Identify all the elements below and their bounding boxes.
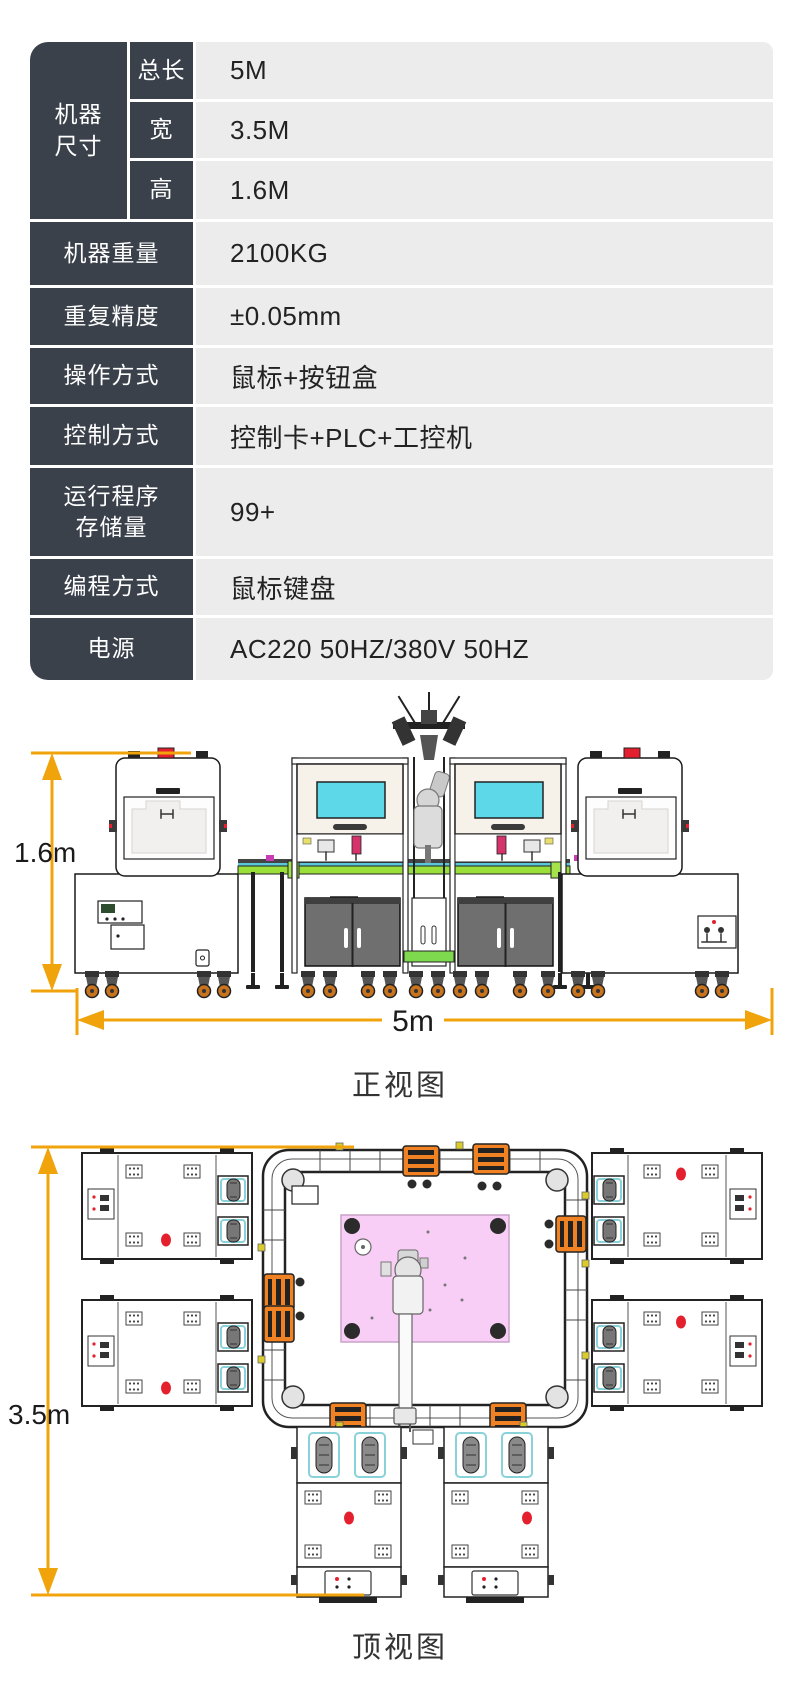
spec-value-control: 控制卡+PLC+工控机 (196, 407, 773, 465)
red-marker (676, 1167, 686, 1181)
spec-value-power: AC220 50HZ/380V 50HZ (196, 618, 773, 680)
cabinet-bottom-right (592, 1295, 762, 1411)
robot-arm-top (380, 1249, 429, 1432)
left-cabinet-front (74, 747, 239, 974)
spec-value-programming: 鼠标键盘 (196, 559, 773, 615)
spec-value-height: 1.6M (196, 161, 773, 219)
alarm-lamp-icon (623, 747, 641, 759)
front-view-drawing: 1.6m 5m (14, 692, 774, 1035)
spec-label-programming: 编程方式 (30, 559, 193, 615)
casters (84, 970, 730, 999)
cabinet-top-left (82, 1148, 252, 1264)
machine-front (74, 692, 739, 999)
bottom-machine-right (438, 1427, 554, 1603)
control-panel (97, 900, 145, 950)
spec-value-precision: ±0.05mm (196, 288, 773, 345)
spec-label-operation: 操作方式 (30, 348, 193, 404)
machine-top (82, 1141, 762, 1603)
station-b-front (449, 757, 567, 974)
red-marker (344, 1511, 354, 1525)
brand-logo-mark (618, 788, 642, 794)
robot-arm-front (403, 757, 455, 967)
spec-value-weight: 2100KG (196, 222, 773, 285)
spec-label-power: 电源 (30, 618, 193, 680)
screen (316, 781, 386, 819)
width-dimension-label: 5m (392, 1005, 434, 1035)
brand-logo-mark (156, 788, 180, 794)
red-marker (676, 1315, 686, 1329)
spec-label-precision: 重复精度 (30, 288, 193, 345)
top-depth-dimension: 3.5m (8, 1145, 364, 1597)
pneumatic-unit (697, 915, 737, 949)
spec-label-machine-size: 机器尺寸 (30, 42, 127, 219)
depth-dimension-label: 3.5m (8, 1399, 70, 1430)
top-view-caption: 顶视图 (351, 1632, 448, 1664)
spec-label-weight: 机器重量 (30, 222, 193, 285)
camera-tower (391, 692, 467, 760)
station-a-front (291, 757, 409, 974)
cabinet-top-right (592, 1148, 762, 1264)
red-marker (161, 1233, 171, 1247)
spec-value-operation: 鼠标+按钮盒 (196, 348, 773, 404)
red-marker (522, 1511, 532, 1525)
spec-label-program-storage: 运行程序存储量 (30, 468, 193, 556)
spec-table: 机器尺寸 总长 5M 宽 3.5M 高 1.6M 机器重量 2100KG 重复精… (30, 42, 773, 680)
spec-sublabel-width: 宽 (130, 102, 193, 158)
screen (474, 781, 544, 819)
height-dimension-label: 1.6m (14, 837, 76, 868)
right-cabinet-front (561, 747, 739, 974)
spec-value-program-storage: 99+ (196, 468, 773, 556)
spec-value-length: 5M (196, 42, 773, 99)
cabinet-doors (304, 897, 401, 967)
spec-sublabel-height: 高 (130, 161, 193, 219)
spec-sublabel-length: 总长 (130, 42, 193, 99)
center-fixture (412, 1429, 434, 1445)
spec-value-width: 3.5M (196, 102, 773, 158)
cabinet-doors (457, 897, 554, 967)
front-width-dimension: 5m (75, 988, 774, 1035)
spec-label-control: 控制方式 (30, 407, 193, 465)
red-marker (161, 1381, 171, 1395)
top-view-drawing: 3.5m (8, 1141, 800, 1610)
work-plate (340, 1214, 510, 1343)
front-view-caption: 正视图 (351, 1070, 448, 1102)
front-height-dimension: 1.6m (14, 751, 191, 993)
